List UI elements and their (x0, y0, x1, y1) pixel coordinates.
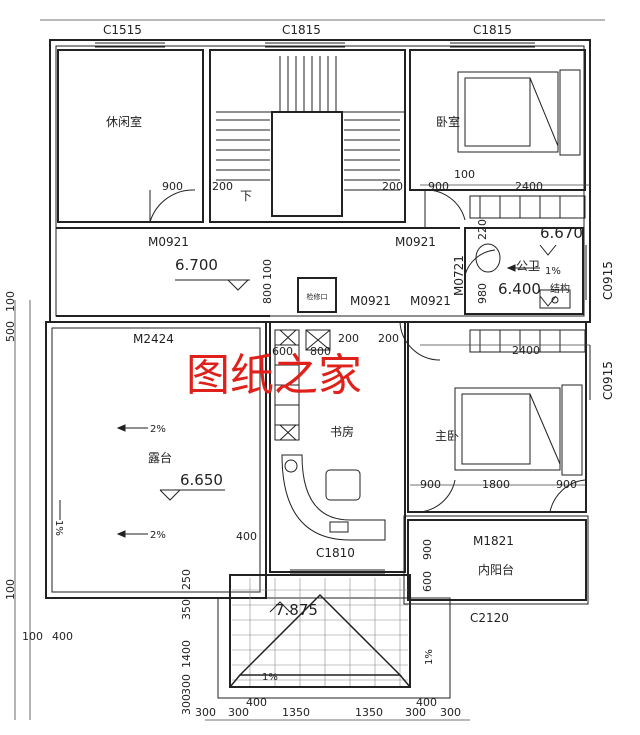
dim-bottom-300-b: 300 (228, 706, 249, 719)
door-code-study-mid: M0921 (350, 294, 391, 308)
room-label-leisure: 休闲室 (106, 114, 142, 129)
door-code-leisure: M0921 (148, 235, 189, 249)
elevation-hall: 6.700 (175, 256, 218, 274)
dim-900-bedroom: 900 (428, 180, 449, 193)
room-label-master: 主卧 (435, 429, 459, 443)
slope-bath: 1% (545, 266, 561, 277)
elevation-porch: 7.875 (275, 601, 318, 619)
dim-100-vent: 100 (261, 259, 274, 280)
windows (95, 42, 591, 605)
dim-600-balcony: 600 (421, 571, 434, 592)
window-code-bottom-right: C2120 (470, 611, 509, 625)
slope-arrows (59, 264, 540, 538)
dim-bottom-300-d: 300 (440, 706, 461, 719)
elevation-bath-b: 6.400 (498, 280, 541, 298)
window-code-top-right: C1815 (473, 23, 512, 37)
structure-label: 结构 (550, 282, 570, 295)
elevation-terrace: 6.650 (180, 471, 223, 489)
walls (45, 39, 591, 699)
vent-box: 检修口 (297, 277, 337, 313)
dim-1800-master: 1800 (482, 478, 510, 491)
dim-220: 220 (476, 219, 489, 240)
window-code-top-mid: C1815 (282, 23, 321, 37)
slope-porch-left: 1% (262, 672, 278, 683)
dimension-lines (14, 19, 605, 721)
porch-roof-tiles (232, 578, 408, 686)
porch-hip-roof (229, 593, 411, 688)
dim-2400-master: 2400 (512, 344, 540, 357)
dim-400-study: 400 (236, 530, 257, 543)
dim-100-left-b: 100 (4, 579, 17, 600)
dim-bottom-1350-b: 1350 (355, 706, 383, 719)
elevation-markers (159, 244, 557, 613)
dim-800-vent: 800 (261, 283, 274, 304)
dim-800-study: 800 (310, 345, 331, 358)
study-furniture (274, 329, 386, 541)
dim-100-bedroom: 100 (454, 168, 475, 181)
vent-label: 检修口 (307, 292, 328, 301)
dim-900-leisure: 900 (162, 180, 183, 193)
dim-bottom-300-a: 300 (195, 706, 216, 719)
room-label-terrace: 露台 (148, 450, 172, 465)
slope-terrace-bottom: 2% (150, 530, 166, 541)
dim-500-left: 500 (4, 321, 17, 342)
dim-200-study-a: 200 (338, 332, 359, 345)
dim-bottom-1350-a: 1350 (282, 706, 310, 719)
dim-200-leisure: 200 (212, 180, 233, 193)
bath-fixtures (475, 243, 571, 309)
dim-200-study-b: 200 (378, 332, 399, 345)
elevation-bath-a: 6.670 (540, 224, 583, 242)
window-code-study: C1810 (316, 546, 355, 560)
dim-900-master-right: 900 (556, 478, 577, 491)
room-label-bath: 公卫 (516, 259, 540, 273)
dim-900-balcony: 900 (421, 539, 434, 560)
room-label-study: 书房 (330, 424, 354, 439)
dim-350: 350 (180, 599, 193, 620)
window-code-right-upper: C0915 (601, 261, 615, 300)
dim-600-study: 600 (272, 345, 293, 358)
dim-100-bottom: 100 (22, 630, 43, 643)
dim-300-a: 300 (180, 674, 193, 695)
room-label-bedroom: 卧室 (436, 114, 460, 129)
slope-terrace-top: 2% (150, 424, 166, 435)
dim-250: 250 (180, 569, 193, 590)
slope-terrace-left: 1% (53, 520, 64, 536)
door-code-bath: M0721 (452, 255, 466, 296)
bed-bedroom (457, 69, 581, 156)
dim-400-bottom: 400 (52, 630, 73, 643)
dim-1400: 1400 (180, 640, 193, 668)
door-code-balcony: M1821 (473, 534, 514, 548)
slope-porch-right: 1% (424, 649, 435, 665)
dim-2400-bedroom: 2400 (515, 180, 543, 193)
stair-down-label: 下 (240, 189, 252, 203)
room-label-balcony: 内阳台 (478, 562, 514, 577)
window-code-right-lower: C0915 (601, 361, 615, 400)
dim-200-stair: 200 (382, 180, 403, 193)
window-code-top-left: C1515 (103, 23, 142, 37)
dim-980: 980 (476, 283, 489, 304)
door-code-bedroom: M0921 (395, 235, 436, 249)
wardrobes (469, 195, 586, 353)
dim-900-master-left: 900 (420, 478, 441, 491)
dim-bottom-300-c: 300 (405, 706, 426, 719)
stair-treads (216, 56, 405, 191)
bed-master (454, 384, 583, 476)
watermark-text: 图纸之家 (186, 350, 362, 401)
dim-bottom-400-b: 400 (416, 696, 437, 709)
dim-300-b: 300 (180, 694, 193, 715)
dim-100-left-a: 100 (4, 291, 17, 312)
dim-bottom-400-a: 400 (246, 696, 267, 709)
door-code-terrace: M2424 (133, 332, 174, 346)
door-code-study-right: M0921 (410, 294, 451, 308)
